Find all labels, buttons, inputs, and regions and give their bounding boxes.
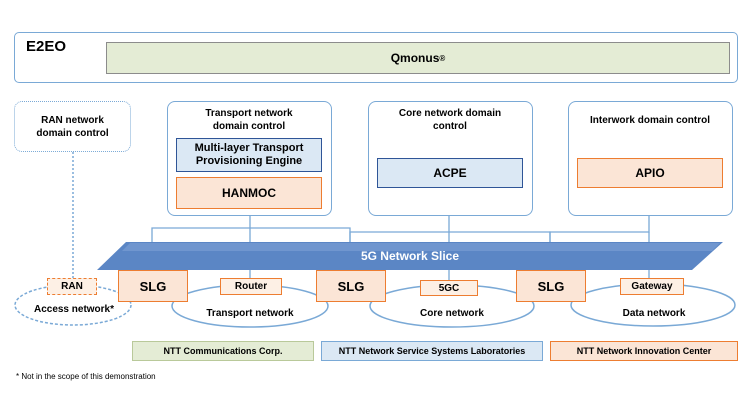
core-domain-title: Core network domain control <box>398 108 502 132</box>
ran-domain-title: RAN network domain control <box>36 114 109 139</box>
fivegc-device: 5GC <box>420 280 478 296</box>
e2eo-frame <box>14 32 738 83</box>
data-network-label: Data network <box>622 307 686 319</box>
qmonus-label: Qmonus <box>390 51 440 65</box>
transport-network-label: Transport network <box>206 307 294 319</box>
access-network-label: Access network* <box>33 303 115 315</box>
network-slice-label: 5G Network Slice <box>360 249 460 263</box>
mtpe-box: Multi-layer Transport Provisioning Engin… <box>176 138 322 172</box>
apio-box: APIO <box>577 158 723 188</box>
acpe-box: ACPE <box>377 158 523 188</box>
transport-domain-control: Transport network domain control Multi-l… <box>167 101 332 216</box>
access-network-ellipse <box>14 284 132 326</box>
ran-domain-control: RAN network domain control <box>14 101 131 152</box>
network-slice-highlight <box>122 243 720 251</box>
hanmoc-box: HANMOC <box>176 177 322 209</box>
legend-ntt-communications: NTT Communications Corp. <box>132 341 314 361</box>
e2eo-title: E2EO <box>26 38 67 55</box>
legend-ntt-nss-labs: NTT Network Service Systems Laboratories <box>321 341 543 361</box>
ran-device: RAN <box>47 278 97 295</box>
router-device: Router <box>220 278 282 295</box>
interwork-domain-title: Interwork domain control <box>589 114 710 126</box>
legend-ntt-innovation-center: NTT Network Innovation Center <box>550 341 738 361</box>
qmonus-box: Qmonus® <box>106 42 730 74</box>
gateway-device: Gateway <box>620 278 684 295</box>
transport-domain-title: Transport network domain control <box>205 108 293 132</box>
slg-3: SLG <box>516 270 586 302</box>
slg-1: SLG <box>118 270 188 302</box>
registered-mark: ® <box>439 53 446 63</box>
core-network-label: Core network <box>420 307 484 319</box>
footnote: * Not in the scope of this demonstration <box>16 372 156 381</box>
core-domain-control: Core network domain control ACPE <box>368 101 533 216</box>
slg-2: SLG <box>316 270 386 302</box>
interwork-domain-control: Interwork domain control APIO <box>568 101 733 216</box>
